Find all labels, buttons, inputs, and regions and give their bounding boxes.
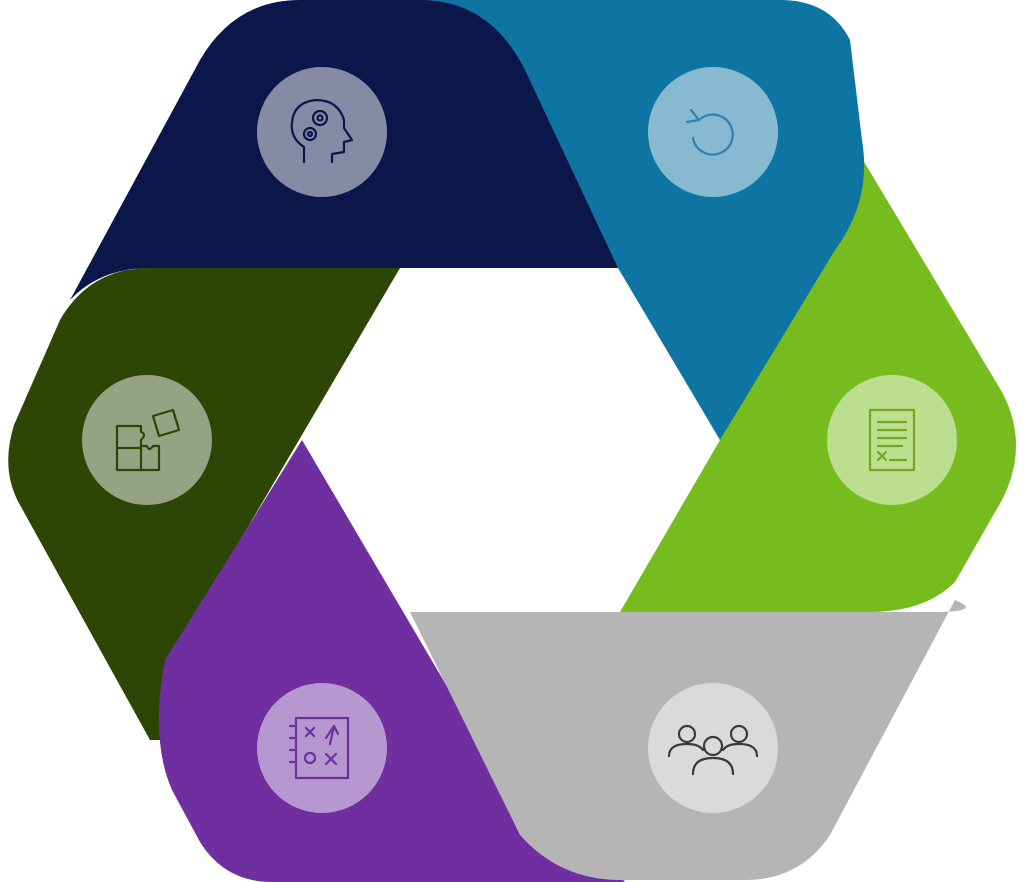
icon-circle-left: [82, 375, 212, 505]
refresh-icon: [685, 108, 734, 156]
strategy-playbook-icon: [288, 716, 350, 780]
document-signature-icon: [868, 408, 916, 472]
icon-circles: [82, 67, 957, 813]
icon-circle-top-left: [257, 67, 387, 197]
head-gears-icon: [290, 98, 354, 164]
icon-circle-top-right: [648, 67, 778, 197]
puzzle-pieces-icon: [115, 408, 181, 472]
icon-circle-bottom-left: [257, 683, 387, 813]
icon-circle-bottom-right: [648, 683, 778, 813]
segment-left: [8, 268, 401, 740]
icon-circle-right: [827, 375, 957, 505]
team-people-icon: [667, 724, 759, 776]
